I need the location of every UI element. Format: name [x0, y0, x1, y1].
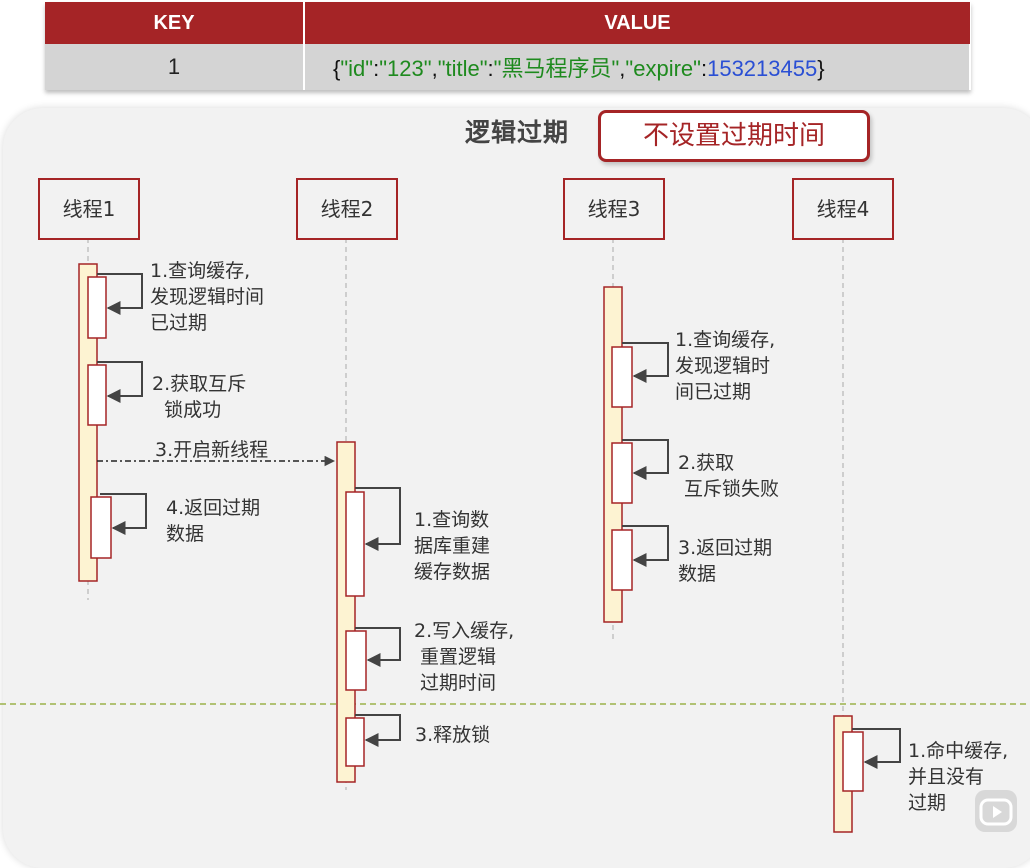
self-arrow-t2-s2: [355, 627, 401, 667]
column-header-key: KEY: [45, 2, 305, 44]
label-t2-step2: 2.写入缓存, 重置逻辑 过期时间: [414, 620, 515, 694]
actor-thread3: 线程3: [563, 178, 665, 240]
activation-thread3-step3: [611, 529, 633, 591]
diagram-title: 逻辑过期: [465, 118, 570, 147]
label-t1-step3: 3.开启新线程: [155, 439, 269, 461]
player-logo-icon: [975, 790, 1017, 832]
activation-thread2-step3: [345, 717, 365, 767]
sequence-diagram: [0, 238, 1030, 833]
activation-thread2-step1: [345, 491, 365, 597]
activation-thread2-step2: [345, 630, 367, 691]
value-token: 153213455: [707, 56, 818, 81]
table-row: 1 {"id":"123","title":"黑马程序员","expire":1…: [45, 44, 971, 90]
self-arrow-t3-s2: [622, 439, 669, 480]
activation-thread4-step1: [842, 731, 864, 792]
label-t3-step1: 1.查询缓存, 发现逻辑时 间已过期: [675, 329, 776, 403]
self-arrow-t2-s3: [355, 714, 401, 747]
value-token: "title": [437, 56, 488, 81]
value-token: {: [333, 56, 341, 81]
key-cell: 1: [45, 44, 305, 90]
label-t2-step3: 3.释放锁: [415, 724, 491, 746]
self-arrow-t2-s1: [355, 487, 401, 551]
value-token: ,: [431, 56, 438, 81]
activation-thread3-step2: [611, 442, 633, 504]
value-token: "expire": [625, 56, 701, 81]
self-arrow-t1-s4: [100, 493, 147, 535]
column-header-value: VALUE: [304, 2, 970, 44]
label-t2-step1: 1.查询数 据库重建 缓存数据: [414, 509, 491, 583]
self-arrow-t4-s1: [852, 728, 901, 769]
value-token: :: [487, 56, 494, 81]
value-token: :: [373, 56, 380, 81]
label-t1-step1: 1.查询缓存, 发现逻辑时间 已过期: [150, 260, 265, 334]
activation-thread1-step2: [87, 364, 107, 426]
activation-thread1-step4: [90, 496, 112, 559]
label-t1-step4: 4.返回过期 数据: [166, 497, 261, 545]
label-t1-step2: 2.获取互斥 锁成功: [152, 373, 247, 421]
value-token: :: [700, 56, 708, 81]
no-expire-badge: 不设置过期时间: [598, 110, 870, 162]
value-cell: {"id":"123","title":"黑马程序员","expire":153…: [304, 44, 971, 90]
value-token: "123": [379, 56, 432, 81]
self-arrow-t3-s1: [622, 342, 669, 383]
value-token: "id": [340, 56, 374, 81]
label-t3-step2: 2.获取 互斥锁失败: [678, 452, 780, 500]
self-arrow-t1-s1: [97, 273, 143, 315]
table-header-row: KEY VALUE: [45, 2, 970, 44]
label-t3-step3: 3.返回过期 数据: [678, 537, 773, 585]
value-token: ,: [619, 56, 626, 81]
value-token: "黑马程序员": [493, 56, 620, 81]
actor-thread2: 线程2: [296, 178, 398, 240]
activation-thread3-step1: [611, 346, 633, 408]
actor-thread4: 线程4: [792, 178, 894, 240]
self-arrow-t3-s3: [622, 525, 669, 567]
actor-thread1: 线程1: [38, 178, 140, 240]
label-t4-step1: 1.命中缓存, 并且没有 过期: [908, 740, 1009, 814]
value-token: }: [817, 56, 825, 81]
cache-kv-table: KEY VALUE 1 {"id":"123","title":"黑马程序员",…: [45, 2, 971, 90]
activation-thread1-step1: [87, 276, 107, 339]
self-arrow-t1-s2: [97, 361, 143, 403]
